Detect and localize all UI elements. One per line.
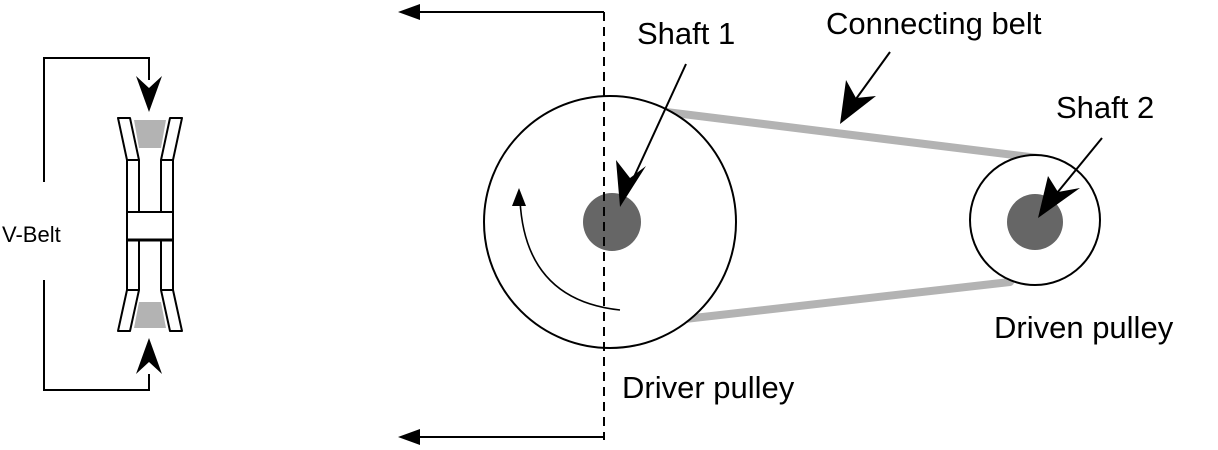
- driven-pulley-label: Driven pulley: [994, 310, 1174, 345]
- driver-pulley-label: Driver pulley: [622, 370, 795, 405]
- connecting-belt-lower: [672, 278, 1014, 324]
- v-belt-bracket-top: [43, 57, 150, 182]
- connecting-belt-upper: [606, 101, 1042, 162]
- v-belt-top-arrowhead-icon: [136, 76, 162, 112]
- shaft-1-pointer-arrowhead-icon: [616, 160, 646, 207]
- v-belt-bracket-bottom: [43, 280, 150, 391]
- shaft-1: [583, 193, 641, 251]
- v-pulley-profile: [117, 117, 140, 332]
- shaft-1-label: Shaft 1: [637, 16, 735, 51]
- v-belt-bottom-arrowhead-icon: [136, 338, 162, 374]
- v-belt-label-bg: [0, 218, 90, 252]
- v-belt-detail: V-Belt: [0, 57, 183, 391]
- v-pulley-profile-right: [160, 117, 183, 332]
- shaft-2-pointer-arrowhead-icon: [1038, 176, 1080, 218]
- belt-drive: Shaft 1 Connecting belt Shaft 2 Driven p…: [398, 4, 1174, 445]
- v-belt-bottom-section: [134, 302, 166, 328]
- rotation-arrow: [519, 199, 621, 311]
- shaft-2-label: Shaft 2: [1056, 90, 1154, 125]
- belt-pointer-arrowhead-icon: [840, 80, 876, 124]
- v-belt-label: V-Belt: [2, 222, 61, 247]
- v-pulley-hub: [126, 211, 174, 241]
- rotation-arrowhead-icon: [512, 188, 526, 206]
- v-belt-top-section: [134, 120, 166, 148]
- top-motion-arrowhead-icon: [398, 4, 420, 20]
- bottom-motion-arrowhead-icon: [398, 429, 420, 445]
- connecting-belt-label: Connecting belt: [826, 6, 1042, 41]
- shaft-1-pointer: [627, 63, 687, 191]
